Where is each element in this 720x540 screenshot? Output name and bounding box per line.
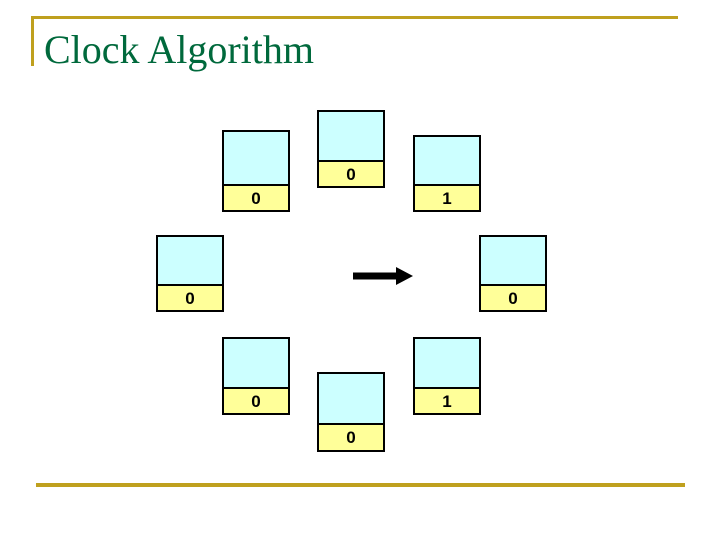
clock-hand-arrow-icon [353,267,413,285]
page-title: Clock Algorithm [44,27,314,72]
reference-bit-band: 0 [224,184,288,210]
reference-bit-value: 0 [346,164,356,184]
reference-bit-value: 0 [346,428,356,447]
frame-bottom-center: 0 [317,372,385,452]
frame-left: 0 [156,235,224,312]
title-rule-left [31,16,34,66]
reference-bit-band: 0 [158,284,222,310]
reference-bit-value: 1 [442,188,452,208]
reference-bit-value: 1 [442,391,452,411]
reference-bit-band: 0 [224,387,288,413]
reference-bit-band: 0 [319,160,383,186]
title-rule-top [31,16,678,19]
reference-bit-value: 0 [251,188,261,208]
reference-bit-value: 0 [508,288,518,308]
reference-bit-value: 0 [185,288,195,308]
frame-bottom-left: 0 [222,337,290,415]
frame-bottom-right: 1 [413,337,481,415]
reference-bit-band: 1 [415,184,479,210]
frame-top-center: 0 [317,110,385,188]
reference-bit-value: 0 [251,391,261,411]
footer-rule [36,483,685,487]
frame-right: 0 [479,235,547,312]
frame-top-left: 0 [222,130,290,212]
frame-top-right: 1 [413,135,481,212]
reference-bit-band: 0 [481,284,545,310]
reference-bit-band: 0 [319,423,383,450]
reference-bit-band: 1 [415,387,479,413]
